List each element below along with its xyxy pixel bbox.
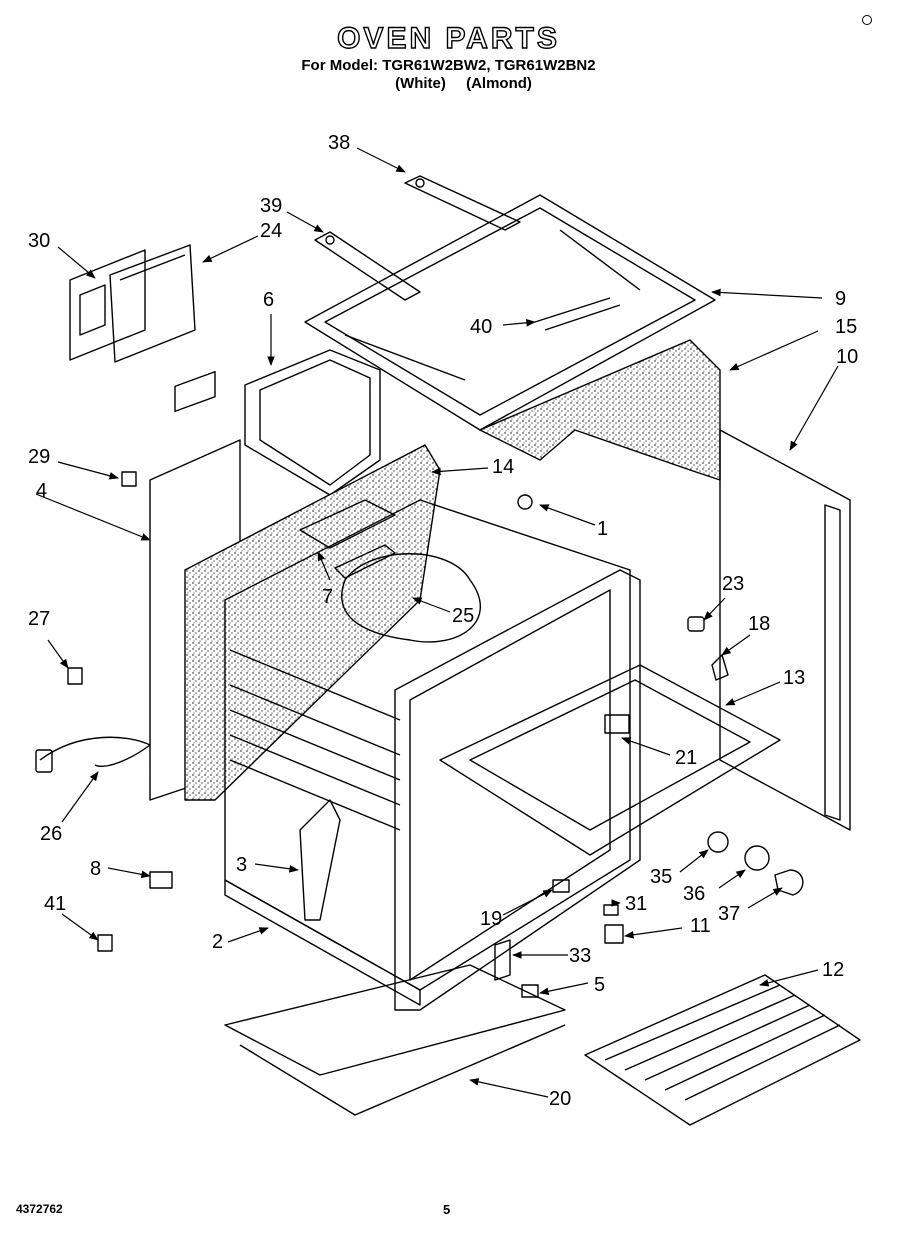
callout-8: 8	[90, 858, 101, 880]
callout-41: 41	[44, 893, 66, 915]
callout-5: 5	[594, 974, 605, 996]
model-line: For Model: TGR61W2BW2, TGR61W2BN2	[301, 57, 596, 74]
valve-11	[604, 924, 624, 944]
callout-labels: 38 39 30 24 6 9 40 15 10 29 14 4 1 7 23 …	[28, 132, 858, 1110]
callout-20: 20	[549, 1088, 571, 1110]
callout-19: 19	[480, 908, 502, 930]
bottom-panel-2	[224, 879, 421, 1006]
callout-23: 23	[722, 573, 744, 595]
duct-6	[244, 349, 381, 496]
bulb-37	[774, 869, 804, 896]
variant-almond: (Almond)	[466, 75, 532, 92]
nut-31	[603, 904, 619, 916]
callout-7: 7	[322, 586, 333, 608]
callout-29: 29	[28, 446, 50, 468]
igniter-3	[299, 799, 341, 921]
vent-7	[299, 499, 396, 549]
variant-white: (White)	[395, 75, 446, 92]
callout-35: 35	[650, 866, 672, 888]
callout-30: 30	[28, 230, 50, 252]
callout-3: 3	[236, 854, 247, 876]
clip-18	[711, 654, 729, 681]
bracket-33	[494, 939, 511, 981]
callout-33: 33	[569, 945, 591, 967]
bracket-hole	[415, 178, 425, 188]
callout-31: 31	[625, 893, 647, 915]
pin-23	[687, 616, 705, 632]
page-header: OVEN PARTS For Model: TGR61W2BW2, TGR61W…	[0, 21, 897, 93]
callout-36: 36	[683, 883, 705, 905]
page-number: 5	[443, 1202, 451, 1217]
clip-29	[121, 471, 137, 487]
oven-rack-12	[584, 974, 861, 1126]
callout-25: 25	[452, 605, 474, 627]
callout-39: 39	[260, 195, 282, 217]
callout-24: 24	[260, 220, 282, 242]
callout-6: 6	[263, 289, 274, 311]
insulation-15	[479, 339, 721, 481]
callout-1: 1	[597, 518, 608, 540]
color-variants: (White) (Almond)	[0, 75, 897, 93]
clip-41	[97, 934, 113, 952]
callout-18: 18	[748, 613, 770, 635]
page-title: OVEN PARTS	[336, 21, 560, 55]
leader-lines	[35, 147, 839, 1098]
clip-1	[517, 494, 533, 510]
callout-11: 11	[690, 915, 711, 937]
top-frame-9	[304, 194, 716, 431]
panel-30	[69, 249, 146, 361]
callout-27: 27	[28, 608, 50, 630]
clip-19	[552, 879, 570, 893]
label-plate-21	[604, 714, 630, 734]
corner-hole-icon	[862, 15, 872, 25]
clip-8	[149, 871, 173, 889]
callout-37: 37	[718, 903, 740, 925]
socket-35	[707, 831, 729, 853]
bottom-tray-20	[224, 964, 566, 1076]
callout-21: 21	[675, 747, 697, 769]
plug-icon	[35, 749, 53, 773]
callout-13: 13	[783, 667, 805, 689]
lens-36	[744, 845, 770, 871]
screw-5	[521, 984, 539, 998]
callout-10: 10	[836, 346, 858, 368]
side-panel-10	[719, 429, 851, 831]
broiler-pan-13	[439, 664, 781, 856]
callout-15: 15	[835, 316, 857, 338]
top-bracket-38	[404, 175, 521, 231]
callout-12: 12	[822, 959, 844, 981]
callout-14: 14	[492, 456, 514, 478]
callout-2: 2	[212, 931, 223, 953]
power-cord-26	[39, 736, 151, 767]
callout-38: 38	[328, 132, 350, 154]
clip-27	[67, 667, 83, 685]
document-number: 4372762	[16, 1202, 63, 1216]
insulation-14	[184, 444, 441, 801]
callout-4: 4	[36, 480, 47, 502]
heat-shield-25	[341, 553, 482, 643]
panel-24	[109, 244, 196, 363]
callout-40: 40	[470, 316, 492, 338]
front-frame	[394, 569, 641, 1011]
callout-26: 26	[40, 823, 62, 845]
slot-40	[534, 297, 621, 331]
bracket-39	[314, 231, 421, 301]
callout-9: 9	[835, 288, 846, 310]
